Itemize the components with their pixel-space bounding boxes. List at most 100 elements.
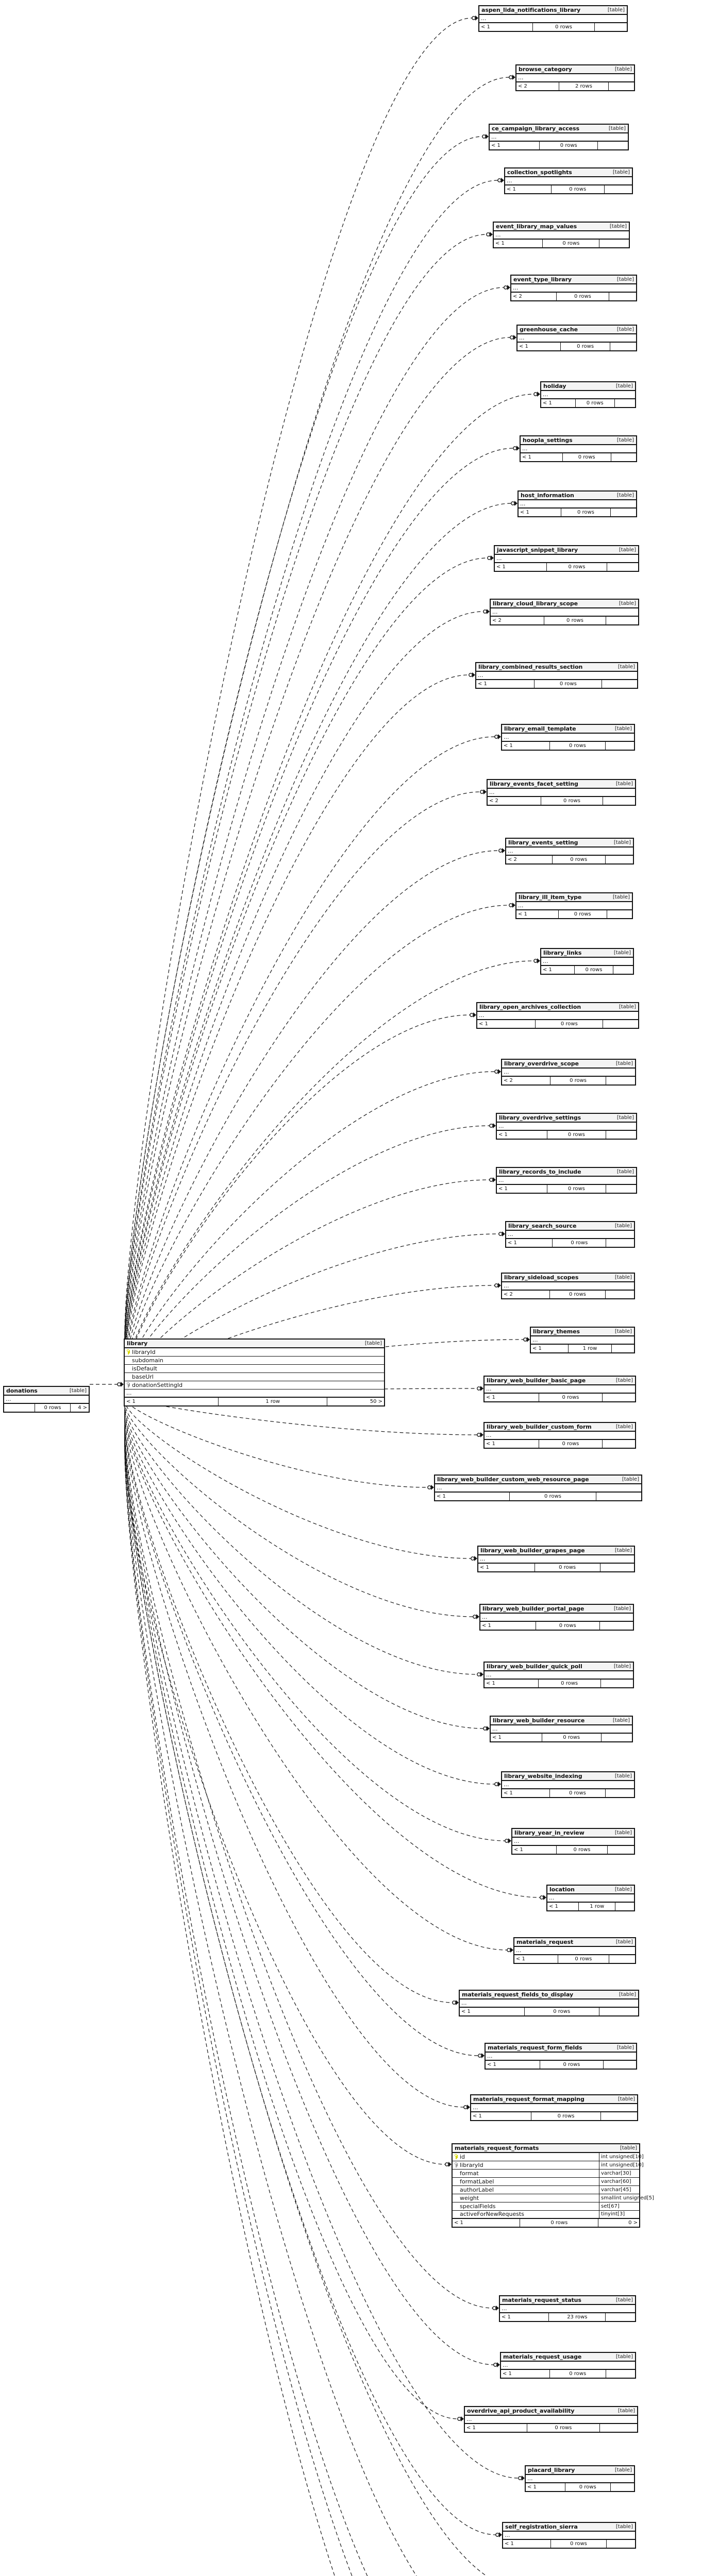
more-columns-ellipsis: ... (494, 231, 629, 240)
table-header: library_web_builder_grapes_page[table] (478, 1547, 634, 1555)
table-node-library-cloud-library-scope[interactable]: library_cloud_library_scope[table]...< 2… (490, 599, 639, 625)
table-header: materials_request_fields_to_display[tabl… (460, 1991, 638, 1999)
more-columns-ellipsis: ... (517, 334, 636, 343)
column-label: id (460, 2153, 465, 2160)
table-name: holiday (543, 383, 566, 389)
more-columns-ellipsis: ... (485, 1671, 633, 1680)
table-node-materials-request-form-fields[interactable]: materials_request_form_fields[table]...<… (485, 2043, 637, 2070)
crowsfoot-marker (495, 2532, 502, 2537)
table-node-library-web-builder-custom-web-resource-page[interactable]: library_web_builder_custom_web_resource_… (434, 1475, 642, 1501)
table-type-tag: [table] (613, 1664, 631, 1669)
relationship-edge (124, 1424, 458, 2419)
column-row[interactable]: isDefault (125, 1365, 384, 1373)
table-node-library[interactable]: library [table] libraryId subdomain isDe… (124, 1338, 385, 1406)
children-count (610, 509, 636, 516)
table-node-library-web-builder-grapes-page[interactable]: library_web_builder_grapes_page[table]..… (477, 1546, 635, 1572)
more-columns-ellipsis: ... (125, 1389, 384, 1398)
parents-count: < 2 (504, 1078, 513, 1083)
row-count: 0 rows (575, 399, 614, 407)
crowsfoot-marker (478, 2053, 485, 2058)
table-node-overdrive-api-product-availability[interactable]: overdrive_api_product_availability[table… (464, 2406, 638, 2433)
parents-count: < 2 (518, 83, 527, 89)
crowsfoot-marker (497, 178, 504, 183)
table-name: materials_request_fields_to_display (462, 1991, 574, 1998)
table-node-library-web-builder-portal-page[interactable]: library_web_builder_portal_page[table]..… (479, 1604, 634, 1631)
column-row[interactable]: baseUrl (125, 1373, 384, 1381)
column-type: int unsigned[10] (599, 2161, 644, 2170)
table-node-library-open-archives-collection[interactable]: library_open_archives_collection[table].… (476, 1002, 639, 1029)
table-name: overdrive_api_product_availability (467, 2408, 575, 2414)
table-node-library-web-builder-resource[interactable]: library_web_builder_resource[table]...< … (490, 1716, 633, 1742)
table-header: library_sideload_scopes[table] (502, 1274, 634, 1282)
table-node-library-web-builder-custom-form[interactable]: library_web_builder_custom_form[table]..… (483, 1422, 636, 1449)
table-header: library_links[table] (541, 949, 633, 958)
table-type-tag: [table] (69, 1388, 87, 1394)
table-node-materials-request-fields-to-display[interactable]: materials_request_fields_to_display[tabl… (459, 1990, 639, 2016)
parents-count: < 1 (518, 911, 527, 917)
relationship-edge (124, 1407, 495, 1785)
column-row[interactable]: libraryId (125, 1348, 384, 1357)
parents-count: < 1 (437, 1494, 446, 1499)
table-type-tag: [table] (614, 2467, 632, 2473)
table-node-donations[interactable]: donations [table] ... 0 rows 4 > (3, 1386, 90, 1413)
table-node-library-combined-results-section[interactable]: library_combined_results_section[table].… (475, 662, 638, 689)
relationship-edge (124, 136, 483, 1351)
table-header: ce_campaign_library_access[table] (490, 125, 628, 133)
table-node-aspen-lida-notifications-library[interactable]: aspen_lida_notifications_library[table].… (478, 5, 628, 32)
column-name-cell: libraryId (125, 1348, 384, 1357)
parents-count: < 1 (454, 2220, 463, 2226)
children-count (606, 563, 638, 571)
table-node-library-web-builder-basic-page[interactable]: library_web_builder_basic_page[table]...… (483, 1376, 636, 1402)
table-type-tag: [table] (616, 277, 634, 282)
column-row[interactable]: donationSettingId (125, 1381, 384, 1389)
table-node-materials-request-format-mapping[interactable]: materials_request_format_mapping[table].… (470, 2094, 638, 2121)
table-node-library-events-facet-setting[interactable]: library_events_facet_setting[table]...< … (487, 779, 636, 806)
column-type: set[67] (599, 2202, 639, 2211)
table-node-library-web-builder-quick-poll[interactable]: library_web_builder_quick_poll[table]...… (483, 1662, 634, 1688)
row-count: 0 rows (556, 293, 609, 300)
children-count (599, 1622, 633, 1630)
row-count: 0 rows (547, 1131, 605, 1139)
column-type: varchar[30] (599, 2169, 639, 2178)
column-row[interactable]: subdomain (125, 1357, 384, 1365)
